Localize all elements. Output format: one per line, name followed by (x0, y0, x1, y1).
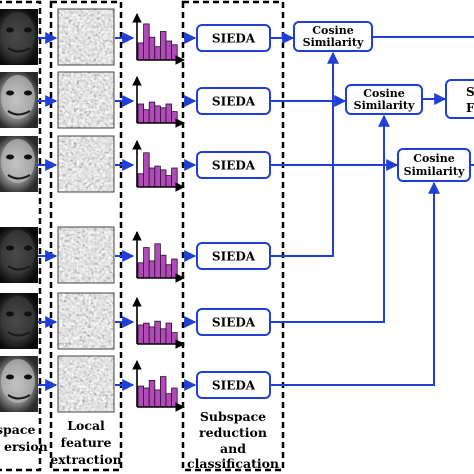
texture-map-icon (57, 8, 115, 66)
cosine-similarity-block-3: Cosine Similarity (397, 148, 471, 182)
caption-local-feature-3: extraction (50, 452, 121, 467)
sieda-block: SIEDA (196, 151, 271, 179)
sieda-block: SIEDA (196, 371, 271, 399)
cosine-label-2a: Cosine (363, 87, 404, 100)
column1-frame (0, 0, 42, 472)
pipeline-row: SIEDA (0, 135, 271, 193)
texture-map-icon (57, 292, 115, 350)
sieda-block: SIEDA (196, 24, 271, 52)
face-photo-icon (0, 356, 38, 412)
pipeline-row: SIEDA (0, 226, 271, 284)
column4-frame (181, 0, 285, 472)
histogram-icon (132, 76, 185, 128)
face-photo-icon (0, 136, 38, 192)
cosine-similarity-block-2: Cosine Similarity (345, 84, 423, 115)
fusion-block: S F (445, 79, 474, 119)
pipeline-rows: SIEDA SIEDA SIEDA SIEDA SIEDA SIEDA (0, 8, 271, 413)
cosine-similarity-block-1: Cosine Similarity (293, 21, 373, 52)
face-photo-icon (0, 227, 38, 283)
face-photo-icon (0, 9, 38, 65)
sieda-label: SIEDA (212, 159, 256, 173)
fusion-label-1: S (466, 85, 474, 99)
caption-local-feature-2: feature (61, 435, 112, 450)
histogram-icon (132, 13, 185, 65)
pipeline-row: SIEDA (0, 8, 271, 66)
cosine-label-2b: Similarity (354, 99, 415, 112)
column2-frame (49, 0, 123, 472)
sieda-block: SIEDA (196, 87, 271, 115)
caption-subspace-conversion-1: space (0, 422, 35, 437)
cosine-label-1b: Similarity (303, 36, 364, 49)
caption-subspace-reduction-3: and (220, 441, 246, 456)
sieda-block: SIEDA (196, 242, 271, 270)
texture-map-icon (57, 355, 115, 413)
histogram-icon (132, 231, 185, 283)
cosine-label-3b: Similarity (404, 165, 465, 178)
caption-local-feature-1: Local (67, 418, 105, 433)
sieda-label: SIEDA (212, 95, 256, 109)
histogram-icon (132, 140, 185, 192)
texture-map-icon (57, 226, 115, 284)
pipeline-row: SIEDA (0, 71, 271, 129)
texture-map-icon (57, 71, 115, 129)
cosine-label-3a: Cosine (413, 152, 454, 165)
caption-subspace-reduction-2: reduction (199, 425, 267, 440)
pipeline-row: SIEDA (0, 355, 271, 413)
histogram-icon (132, 297, 185, 349)
fusion-label-2: F (466, 101, 474, 115)
pipeline-row: SIEDA (0, 292, 271, 350)
cosine-label-1a: Cosine (312, 24, 353, 37)
sieda-label: SIEDA (212, 379, 256, 393)
caption-subspace-conversion-2: ersion (4, 439, 48, 454)
texture-map-icon (57, 135, 115, 193)
caption-subspace-reduction-4: classification (187, 456, 279, 471)
sieda-label: SIEDA (212, 32, 256, 46)
caption-subspace-reduction-1: Subspace (200, 409, 266, 424)
sieda-label: SIEDA (212, 250, 256, 264)
histogram-icon (132, 360, 185, 412)
face-photo-icon (0, 293, 38, 349)
sieda-block: SIEDA (196, 308, 271, 336)
face-photo-icon (0, 72, 38, 128)
sieda-label: SIEDA (212, 316, 256, 330)
